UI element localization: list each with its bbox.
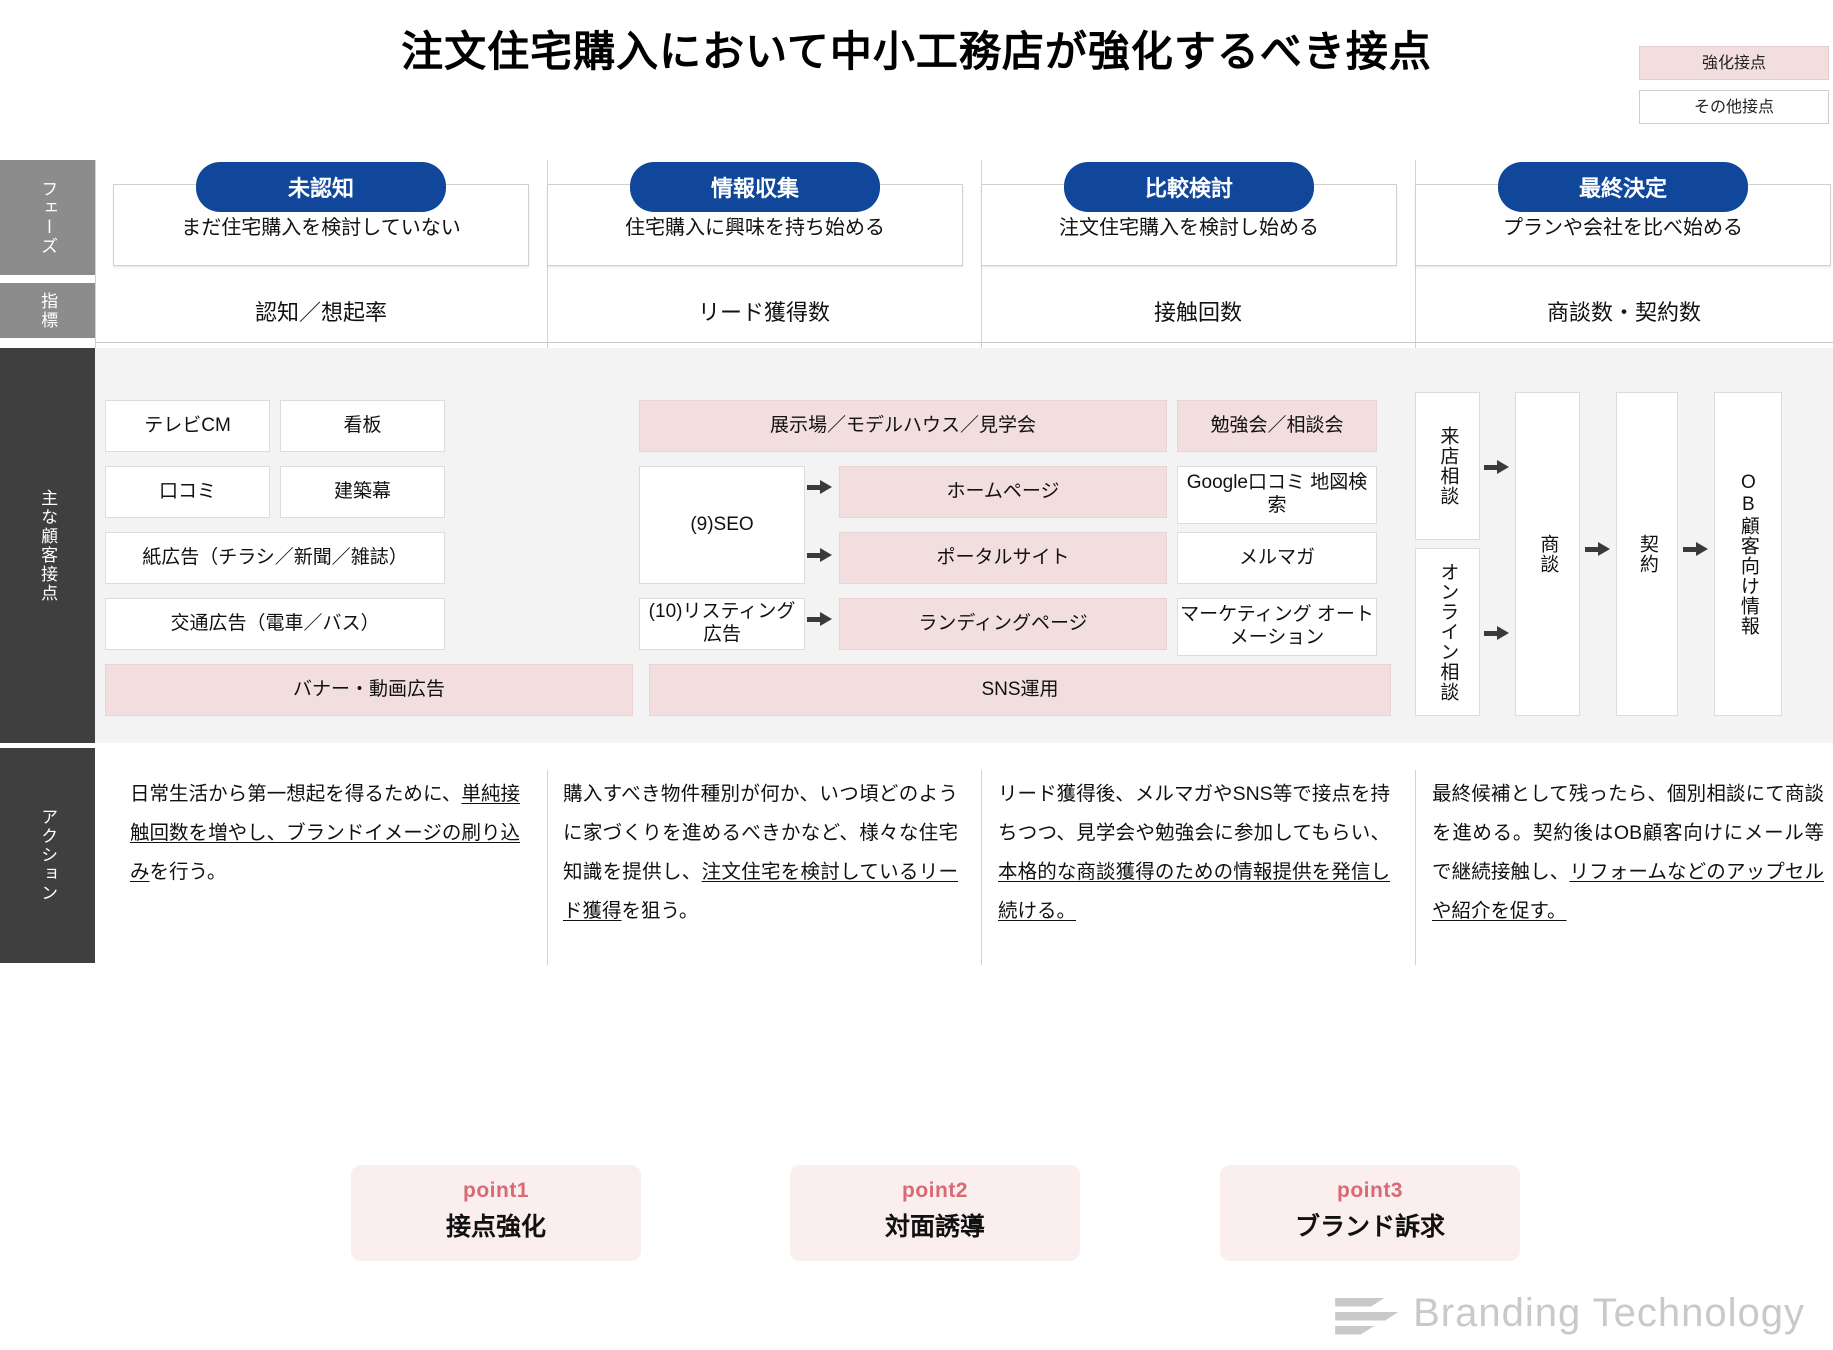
touchpoint-homepage[interactable]: ホームページ	[839, 466, 1167, 518]
action-4-part-2: リフォームなどのアップセルや紹介を促す。	[1432, 861, 1824, 922]
point-card-2: point2 対面誘導	[790, 1165, 1080, 1261]
point-2-text: 対面誘導	[884, 1213, 985, 1241]
action-2-part-1: 購入すべき物件種別が何か、いつ頃どのように家づくりを進めるべきかなど、様々な住宅…	[563, 783, 958, 883]
row-label-touch-text: 主な顧客接点	[38, 488, 58, 603]
touchpoint-seminar[interactable]: 勉強会／相談会	[1177, 400, 1377, 452]
point-1-text: 接点強化	[445, 1213, 546, 1241]
touchpoints-area: テレビCM 看板 口コミ 建築幕 紙広告（チラシ／新聞／雑誌） 交通広告（電車／…	[95, 348, 1833, 743]
action-1-part-3: を行う。	[149, 861, 227, 883]
brand-footer: Branding Technology	[1335, 1291, 1805, 1336]
touchpoint-ob-customer-info[interactable]: OB顧客向け情報	[1714, 392, 1782, 716]
point-3-text: ブランド訴求	[1294, 1213, 1445, 1241]
branding-technology-logo-icon	[1335, 1292, 1400, 1336]
touchpoint-portal-site[interactable]: ポータルサイト	[839, 532, 1167, 584]
row-label-action: アクション	[0, 748, 95, 963]
touchpoint-transit-ads[interactable]: 交通広告（電車／バス）	[105, 598, 445, 650]
phase-pill-3[interactable]: 比較検討	[1064, 162, 1314, 212]
touchpoint-banner-video-ads[interactable]: バナー・動画広告	[105, 664, 633, 716]
touchpoint-mail-magazine[interactable]: メルマガ	[1177, 532, 1377, 584]
point-2-label: point2	[902, 1179, 968, 1202]
action-2-part-2: 注文住宅を検討しているリード獲得	[563, 861, 958, 922]
brand-name: Branding Technology	[1413, 1291, 1805, 1335]
phase-pill-4[interactable]: 最終決定	[1498, 162, 1748, 212]
touchpoint-paper-ads[interactable]: 紙広告（チラシ／新聞／雑誌）	[105, 532, 445, 584]
touchpoint-contract[interactable]: 契約	[1616, 392, 1678, 716]
touchpoint-sns[interactable]: SNS運用	[649, 664, 1391, 716]
kpi-2: リード獲得数	[697, 300, 830, 325]
touchpoint-word-of-mouth[interactable]: 口コミ	[105, 466, 270, 518]
kpi-1: 認知／想起率	[254, 300, 387, 325]
row-label-kpi: 指標	[0, 283, 95, 338]
legend-item-other: その他接点	[1639, 90, 1829, 124]
touchpoint-signboard[interactable]: 看板	[280, 400, 445, 452]
action-separator-2	[981, 770, 982, 965]
action-3-part-1: リード獲得後、メルマガやSNS等で接点を持ちつつ、見学会や勉強会に参加してもらい…	[998, 783, 1390, 844]
point-1-label: point1	[463, 1179, 529, 1202]
touchpoint-tv-cm[interactable]: テレビCM	[105, 400, 270, 452]
legend: 強化接点 その他接点	[1639, 46, 1829, 134]
touchpoint-listing-ads[interactable]: (10)リスティング広告	[639, 598, 805, 650]
action-4-part-1: 最終候補として残ったら、個別相談にて商談を進める。契約後はOB顧客向けにメール等…	[1432, 783, 1824, 883]
action-text-2: 購入すべき物件種別が何か、いつ頃どのように家づくりを進めるべきかなど、様々な住宅…	[563, 775, 958, 931]
touchpoint-marketing-automation[interactable]: マーケティング オートメーション	[1177, 598, 1377, 656]
action-separator-1	[547, 770, 548, 965]
touchpoint-showroom[interactable]: 展示場／モデルハウス／見学会	[639, 400, 1167, 452]
action-text-4: 最終候補として残ったら、個別相談にて商談を進める。契約後はOB顧客向けにメール等…	[1432, 775, 1824, 931]
page-title: 注文住宅購入において中小工務店が強化するべき接点	[401, 28, 1432, 75]
action-separator-3	[1415, 770, 1416, 965]
action-1-part-1: 日常生活から第一想起を得るために、	[130, 783, 462, 805]
point-card-1: point1 接点強化	[351, 1165, 641, 1261]
touchpoint-google-reviews[interactable]: Google口コミ 地図検索	[1177, 466, 1377, 524]
touchpoint-landing-page[interactable]: ランディングページ	[839, 598, 1167, 650]
action-1-part-2: 単純接触回数を増やし、ブランドイメージの刷り込み	[130, 783, 520, 883]
row-label-touchpoints: 主な顧客接点	[0, 348, 95, 743]
row-label-phase-text: フェーズ	[38, 179, 58, 256]
touchpoint-store-visit[interactable]: 来店相談	[1415, 392, 1480, 540]
row-label-phase: フェーズ	[0, 160, 95, 275]
legend-item-highlight: 強化接点	[1639, 46, 1829, 80]
phase-pill-2[interactable]: 情報収集	[630, 162, 880, 212]
action-text-1: 日常生活から第一想起を得るために、単純接触回数を増やし、ブランドイメージの刷り込…	[130, 775, 520, 892]
kpi-4: 商談数・契約数	[1546, 300, 1701, 325]
touchpoint-construction-banner[interactable]: 建築幕	[280, 466, 445, 518]
action-2-part-3: を狙う。	[621, 900, 699, 922]
row-label-action-text: アクション	[38, 808, 58, 903]
point-card-3: point3 ブランド訴求	[1220, 1165, 1520, 1261]
touchpoint-online-consult[interactable]: オンライン相談	[1415, 548, 1480, 716]
point-3-label: point3	[1337, 1179, 1403, 1202]
grid-separator-row-kpi	[95, 342, 1833, 343]
row-label-kpi-text: 指標	[38, 291, 58, 330]
action-3-part-2: 本格的な商談獲得のための情報提供を発信し続ける。	[998, 861, 1390, 922]
kpi-3: 接触回数	[1153, 300, 1242, 325]
touchpoint-negotiation[interactable]: 商談	[1515, 392, 1580, 716]
phase-pill-1[interactable]: 未認知	[196, 162, 446, 212]
action-text-3: リード獲得後、メルマガやSNS等で接点を持ちつつ、見学会や勉強会に参加してもらい…	[998, 775, 1390, 931]
touchpoint-seo[interactable]: (9)SEO	[639, 466, 805, 584]
